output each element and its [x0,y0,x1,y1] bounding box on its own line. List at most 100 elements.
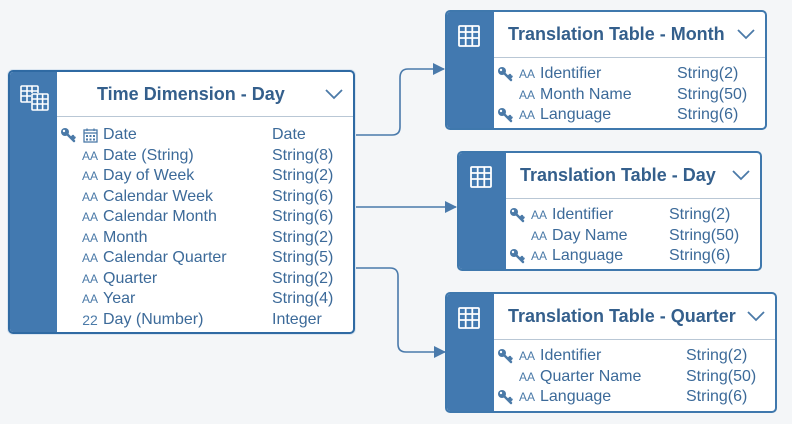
node-header: Translation Table - Day [506,153,760,199]
field-name: Year [103,290,136,308]
field-datatype: String(6) [686,388,748,406]
node-title: Time Dimension - Day [97,83,285,104]
field-datatype: String(6) [272,187,334,205]
edge-to-month[interactable] [355,63,445,136]
string-type-icon: AA [518,369,535,384]
table-icon [457,306,481,330]
field-name: Language [540,106,612,124]
field-row[interactable]: AA Identifier String(2) [494,64,765,85]
field-row[interactable]: AA Calendar Quarter String(5) [57,248,353,269]
field-datatype: String(4) [272,290,334,308]
field-name: Quarter Name [540,367,642,385]
chevron-down-icon[interactable] [732,169,750,181]
chevron-down-icon[interactable] [747,310,765,322]
field-row[interactable]: AA Language String(6) [494,105,765,126]
field-name: Identifier [552,206,614,224]
calendar-icon [79,128,101,143]
field-datatype: String(2) [272,167,334,185]
field-name: Day of Week [103,167,195,185]
chevron-down-icon[interactable] [737,28,755,40]
field-name: Month [103,228,148,246]
chevron-down-icon[interactable] [325,88,343,100]
field-datatype: String(2) [669,206,731,224]
key-icon [494,348,516,364]
field-datatype: String(2) [272,228,334,246]
field-datatype: Integer [272,310,322,328]
field-name: Calendar Quarter [103,249,227,267]
node-strip [447,294,494,411]
field-name: Day (Number) [103,310,204,328]
field-row[interactable]: AA Quarter Name String(50) [494,367,775,388]
field-row[interactable]: Date Date [57,125,353,146]
field-name: Calendar Month [103,208,217,226]
key-icon [57,127,79,143]
field-datatype: String(5) [272,249,334,267]
key-icon [494,107,516,123]
field-row[interactable]: AA Month Name String(50) [494,85,765,106]
edge-to-quarter[interactable] [355,267,446,358]
node-title: Translation Table - Month [508,24,725,44]
field-name: Identifier [540,65,602,83]
field-row[interactable]: AA Identifier String(2) [506,205,760,226]
field-datatype: Date [272,126,306,144]
field-datatype: String(6) [677,106,739,124]
field-name: Month Name [540,85,632,103]
node-strip [10,72,57,332]
node-title: Translation Table - Quarter [508,306,736,326]
node-strip [447,12,494,128]
field-datatype: String(6) [669,247,731,265]
node-header: Translation Table - Quarter [494,294,775,340]
node-title: Translation Table - Day [520,165,716,185]
string-type-icon: AA [518,349,535,364]
string-type-icon: AA [81,251,98,266]
key-icon [506,207,528,223]
table-icon [469,165,493,189]
number-type-icon: 22 [82,311,98,328]
string-type-icon: AA [530,228,547,243]
table-icon [457,24,481,48]
field-datatype: String(50) [677,85,748,103]
string-type-icon: AA [81,148,98,163]
key-icon [494,389,516,405]
string-type-icon: AA [530,208,547,223]
node-header: Time Dimension - Day [57,72,353,117]
string-type-icon: AA [518,67,535,82]
field-name: Calendar Week [103,187,213,205]
field-name: Quarter [103,269,158,287]
string-type-icon: AA [81,169,98,184]
node-strip [459,153,506,269]
field-row[interactable]: AA Day of Week String(2) [57,166,353,187]
field-name: Day Name [552,226,628,244]
field-datatype: String(8) [272,146,334,164]
key-icon [506,248,528,264]
string-type-icon: AA [81,271,98,286]
field-name: Language [540,388,612,406]
field-datatype: String(50) [686,367,757,385]
field-datatype: String(2) [686,347,748,365]
string-type-icon: AA [518,108,535,123]
field-row[interactable]: 22 Day (Number) Integer [57,310,353,331]
field-datatype: String(2) [677,65,739,83]
string-type-icon: AA [518,87,535,102]
field-name: Date [103,126,137,144]
string-type-icon: AA [530,249,547,264]
